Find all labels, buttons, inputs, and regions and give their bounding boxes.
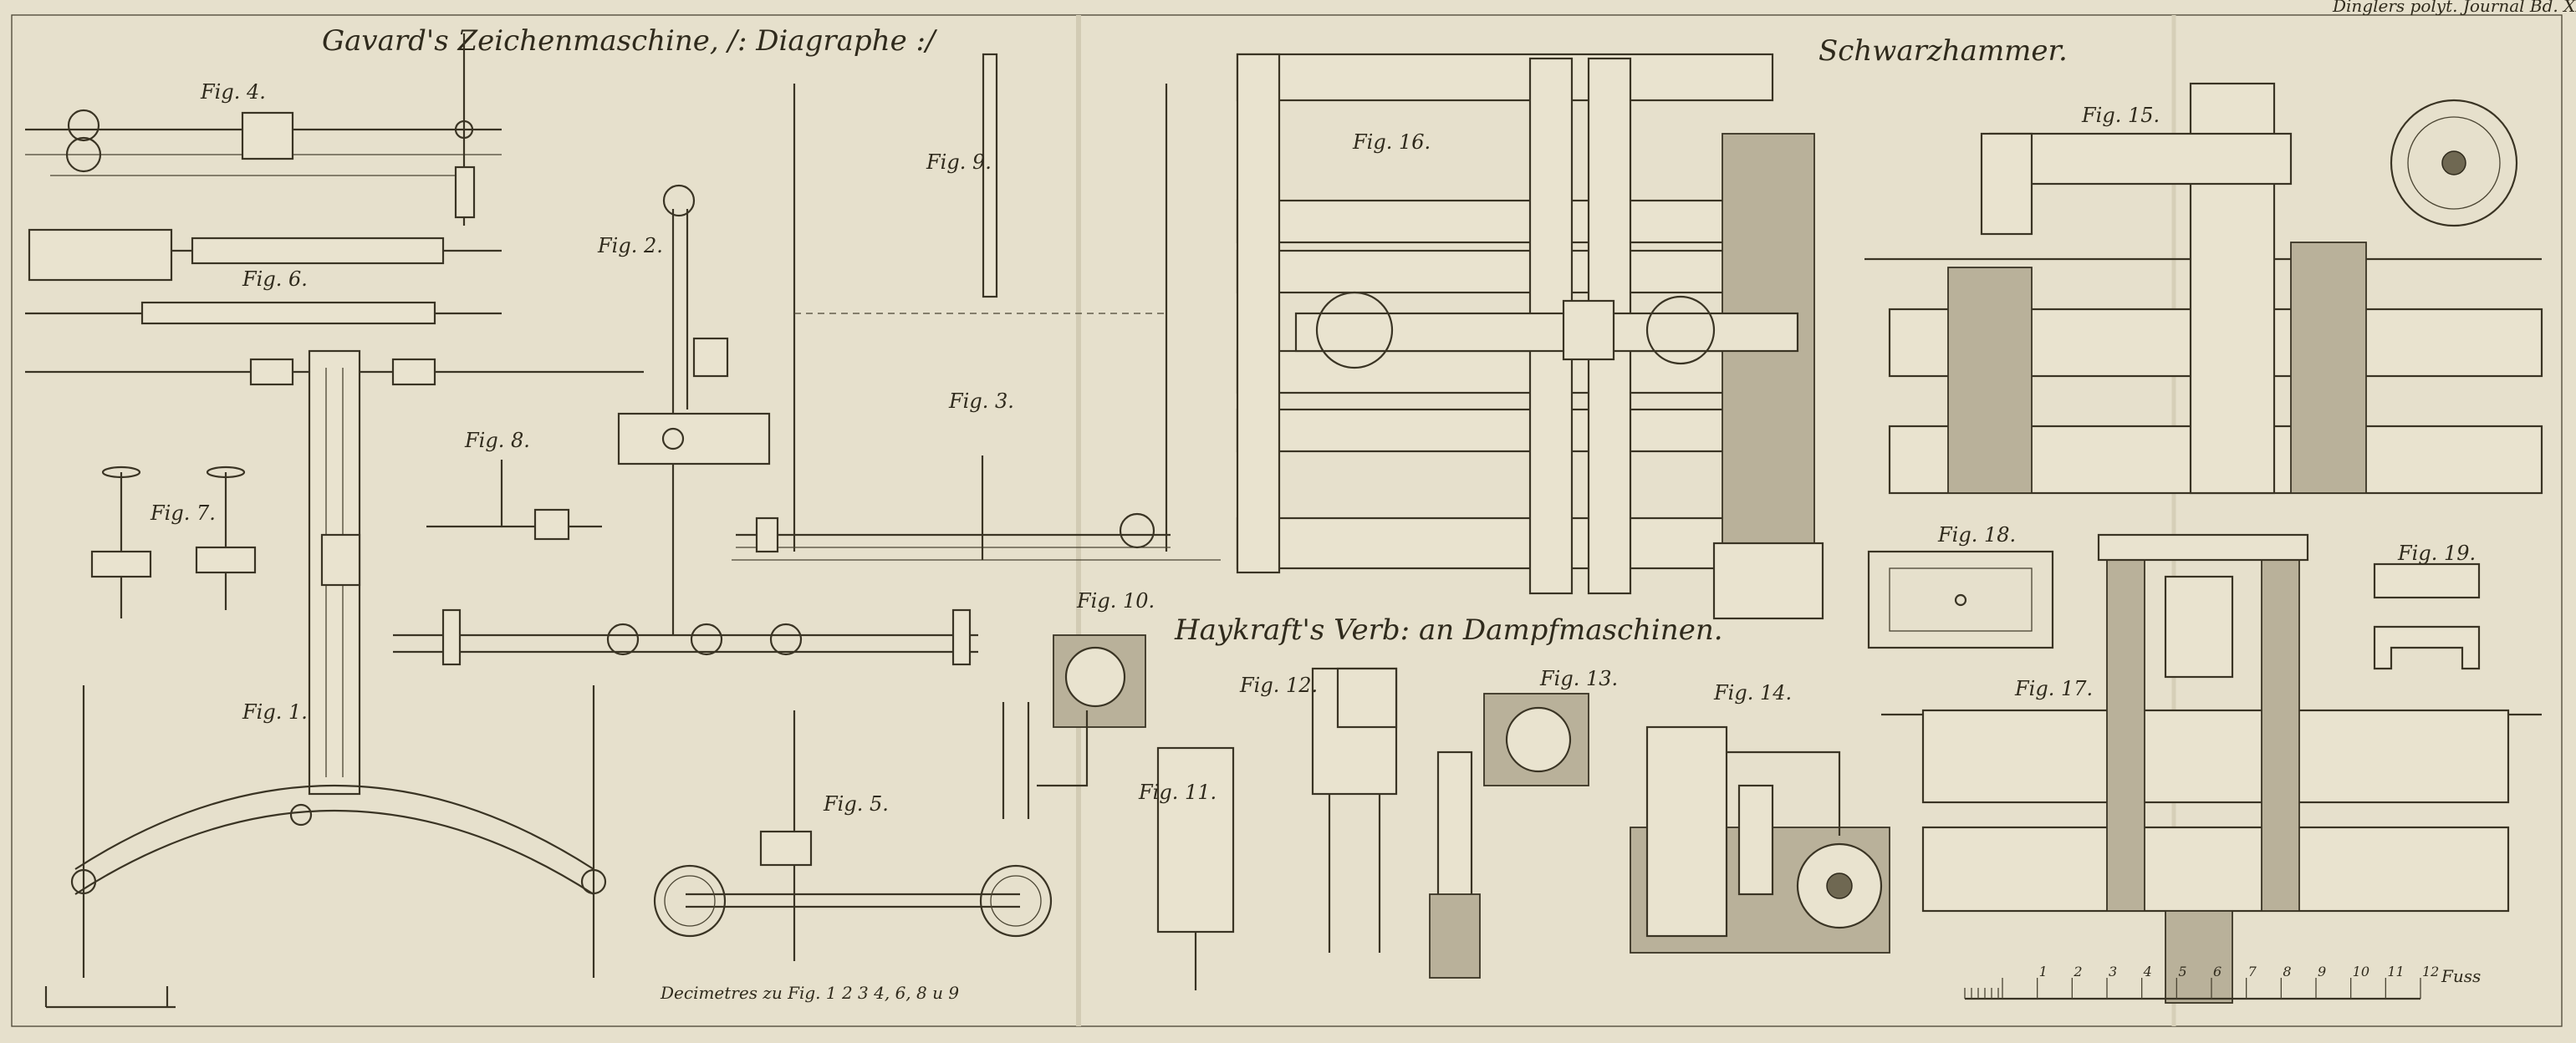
- fig15-drawing: [1864, 82, 2543, 495]
- scale-tick-label: 3: [2109, 964, 2117, 979]
- fig11-label: Fig. 11.: [1138, 781, 1217, 804]
- scale-tick-label: 11: [2387, 964, 2404, 979]
- scale-tick-label: 9: [2318, 964, 2326, 979]
- fig2-drawing: [393, 184, 978, 666]
- fig14-label: Fig. 14.: [1713, 681, 1792, 705]
- fig18-drawing: [1867, 550, 2054, 649]
- fig1-label: Fig. 1.: [242, 700, 308, 724]
- fig3-label: Fig. 3.: [948, 389, 1014, 413]
- scale-tick-label: 4: [2143, 964, 2152, 979]
- plate-border: [11, 14, 2563, 1027]
- scale-tick-label: 7: [2248, 964, 2257, 979]
- journal-reference: Dinglers polyt. Journal Bd. XIX Tab VI: [2332, 0, 2576, 16]
- fig16-label: Fig. 16.: [1352, 130, 1431, 154]
- fig19-drawing: [2373, 562, 2481, 670]
- decimetre-caption: Decimetres zu Fig. 1 2 3 4, 6, 8 u 9: [660, 983, 959, 1003]
- fig11-drawing: [1156, 746, 1235, 990]
- fig17-label: Fig. 17.: [2014, 677, 2093, 700]
- fig4-drawing: [25, 33, 502, 226]
- fig8-label: Fig. 8.: [464, 429, 530, 452]
- gavard-title: Gavard's Zeichenmaschine, /: Diagraphe :…: [322, 24, 938, 58]
- fig10-label: Fig. 10.: [1076, 589, 1155, 613]
- fig2-label: Fig. 2.: [597, 234, 663, 257]
- fig17-drawing: [1881, 533, 2542, 1004]
- fig7-label: Fig. 7.: [150, 501, 216, 525]
- fig15-label: Fig. 15.: [2081, 104, 2160, 127]
- decimetre-scale: [44, 986, 176, 1009]
- fig12-label: Fig. 12.: [1239, 674, 1318, 697]
- fig1-drawing: [25, 349, 644, 978]
- scale-tick-label: 10: [2353, 964, 2369, 979]
- scale-tick-label: 12: [2422, 964, 2439, 979]
- scale-tick-label: 5: [2178, 964, 2186, 979]
- fig14-drawing: [1630, 725, 1890, 954]
- fig9-label: Fig. 9.: [926, 150, 992, 174]
- fig7-drawing: [90, 466, 257, 618]
- scale-tick-label: 2: [2073, 964, 2082, 979]
- fig4-label: Fig. 4.: [200, 80, 266, 104]
- fig9-drawing: [982, 53, 998, 298]
- scale-tick-label: 1: [2039, 964, 2048, 979]
- fig6-drawing: [25, 228, 502, 325]
- fig18-label: Fig. 18.: [1937, 523, 2016, 547]
- haykraft-title: Haykraft's Verb: an Dampfmaschinen.: [1174, 613, 1723, 647]
- fig12-drawing: [1311, 667, 1398, 953]
- scale-tick-label: 8: [2283, 964, 2291, 979]
- fuss-unit-label: Fuss: [2441, 966, 2481, 986]
- schwarzhammer-title: Schwarzhammer.: [1819, 34, 2068, 68]
- fig3-drawing: [732, 84, 1221, 561]
- fig6-label: Fig. 6.: [242, 267, 308, 291]
- fig5-drawing: [653, 710, 1053, 961]
- fig5-label: Fig. 5.: [823, 792, 889, 816]
- fig10-drawing: [1002, 634, 1146, 819]
- fig19-label: Fig. 19.: [2397, 542, 2476, 565]
- fig8-drawing: [426, 460, 602, 541]
- fig16-drawing: [1236, 53, 1824, 620]
- fig13-label: Fig. 13.: [1539, 667, 1618, 690]
- fig13-drawing: [1429, 693, 1589, 979]
- scale-tick-label: 6: [2213, 964, 2221, 979]
